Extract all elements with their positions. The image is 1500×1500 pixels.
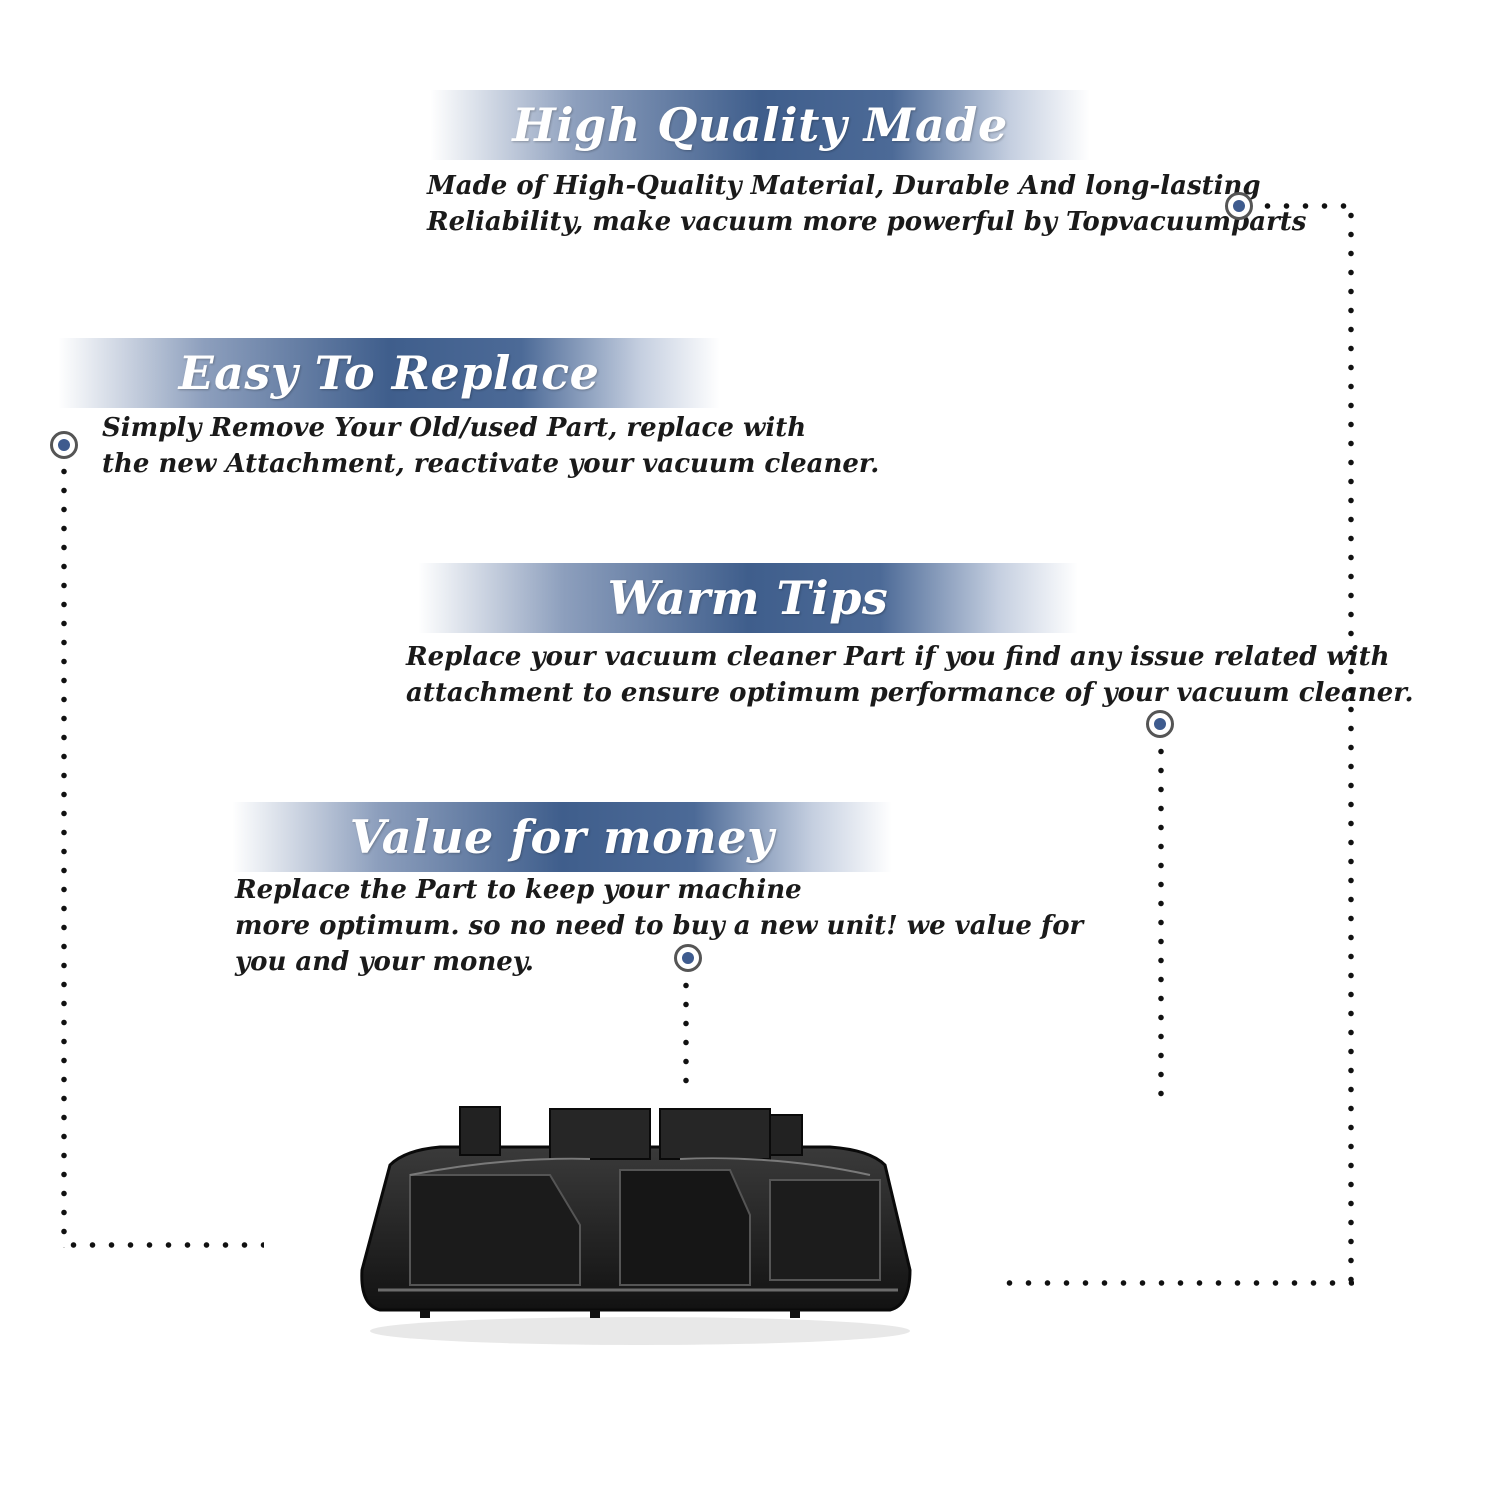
dotted-line-quality-bottom	[1000, 1280, 1354, 1286]
vacuum-base-plate-icon	[360, 1106, 912, 1345]
desc-quality: Made of High-Quality Material, Durable A…	[427, 171, 1307, 237]
desc-replace: Simply Remove Your Old/used Part, replac…	[102, 413, 880, 479]
dotted-line-quality-top	[1258, 203, 1354, 209]
desc-tips: Replace your vacuum cleaner Part if you …	[406, 642, 1414, 708]
banner-title-quality: High Quality Made	[512, 98, 1008, 152]
banner-title-replace: Easy To Replace	[178, 346, 600, 400]
banner-replace: Easy To Replace	[58, 338, 720, 408]
marker-tips-icon	[1146, 710, 1174, 738]
dotted-line-tips	[1158, 742, 1164, 1104]
marker-value-icon	[674, 944, 702, 972]
dotted-line-value	[683, 976, 689, 1090]
marker-replace-icon	[50, 431, 78, 459]
dotted-line-replace-left	[61, 462, 67, 1248]
banner-tips: Warm Tips	[418, 563, 1078, 633]
desc-value: Replace the Part to keep your machine mo…	[235, 875, 1084, 977]
banner-title-value: Value for money	[349, 810, 775, 864]
dotted-line-quality-right	[1348, 206, 1354, 1288]
marker-quality-icon	[1225, 192, 1253, 220]
banner-quality: High Quality Made	[430, 90, 1090, 160]
banner-title-tips: Warm Tips	[607, 571, 889, 625]
banner-value: Value for money	[232, 802, 892, 872]
dotted-line-replace-bottom	[64, 1242, 264, 1248]
